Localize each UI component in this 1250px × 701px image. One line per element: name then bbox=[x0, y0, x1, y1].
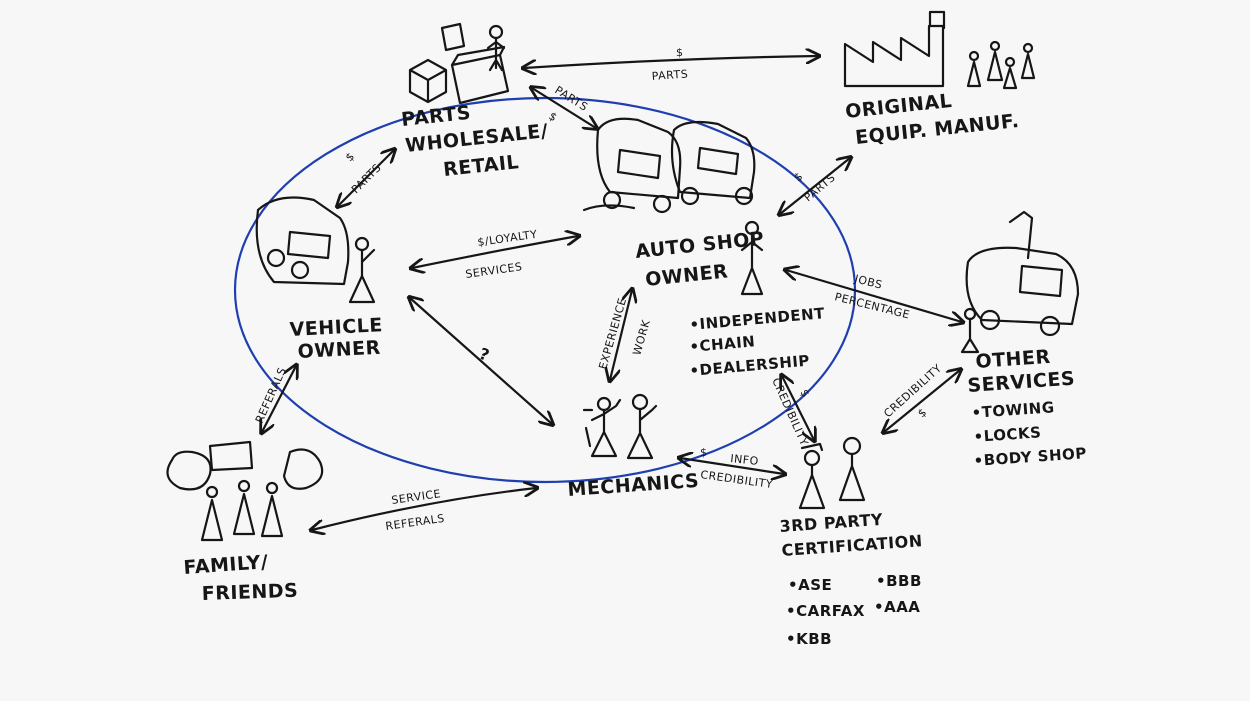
arrow-oem-shop bbox=[780, 158, 850, 214]
other-service-locks: •LOCKS bbox=[973, 423, 1042, 446]
node-family-line2: FRIENDS bbox=[201, 580, 298, 605]
arrow-shop-mechanics bbox=[610, 290, 632, 380]
mechanics-icon bbox=[582, 393, 658, 460]
arrow-wholesale-shop bbox=[532, 88, 596, 128]
edge-label-oem-shop-money: $ bbox=[792, 170, 806, 185]
edge-label-shop-other-jobs: JOBS bbox=[852, 272, 884, 292]
edge-label-wholesale-oem-money: $ bbox=[676, 46, 684, 59]
node-auto-shop-line1: AUTO SHOP bbox=[634, 228, 765, 263]
arrow-vehicle-shop bbox=[412, 236, 578, 268]
other-service-body-shop: •BODY SHOP bbox=[973, 444, 1087, 470]
factory-icon bbox=[843, 10, 946, 88]
node-third-party-line1: 3RD PARTY bbox=[779, 510, 884, 536]
arrow-wholesale-oem bbox=[524, 56, 818, 68]
ecosystem-boundary bbox=[233, 96, 857, 484]
shop-type-dealership: •DEALERSHIP bbox=[689, 352, 811, 380]
edge-label-family-mechanics-referals: REFERALS bbox=[385, 512, 446, 533]
vehicle-owner-icon bbox=[255, 196, 376, 304]
node-third-party-line2: CERTIFICATION bbox=[781, 531, 923, 560]
cert-bbb: •BBB bbox=[876, 572, 922, 590]
parts-store-icon bbox=[408, 22, 510, 105]
node-other-services-line1: OTHER bbox=[975, 346, 1051, 373]
family-friends-icon bbox=[166, 440, 324, 542]
node-mechanics: MECHANICS bbox=[567, 470, 700, 501]
cert-carfax: •CARFAX bbox=[786, 602, 865, 620]
cert-kbb: •KBB bbox=[786, 630, 832, 648]
tow-truck-icon bbox=[960, 210, 1080, 354]
edge-label-mechanics-cert-info: INFO bbox=[730, 452, 760, 468]
arrow-vehicle-mechanics bbox=[410, 298, 552, 424]
arrow-shop-other bbox=[786, 270, 962, 322]
edge-label-vehicle-wholesale-parts: PARTS bbox=[349, 161, 384, 196]
shop-type-chain: •CHAIN bbox=[689, 332, 756, 356]
edge-label-vehicle-mechanics-question: ? bbox=[477, 344, 493, 365]
shop-cars-icon bbox=[582, 117, 756, 214]
node-parts-wholesale-line1: PARTS bbox=[400, 102, 472, 131]
cert-ase: •ASE bbox=[788, 576, 832, 594]
arrow-family-mechanics bbox=[312, 488, 536, 530]
edge-label-shop-mechanics-work: WORK bbox=[630, 318, 653, 357]
node-parts-wholesale-line3: RETAIL bbox=[442, 151, 520, 181]
edge-label-shop-cert-money: $ bbox=[797, 387, 812, 400]
node-vehicle-owner-line2: OWNER bbox=[297, 337, 381, 363]
edge-label-mechanics-cert-money: $ bbox=[700, 446, 708, 459]
workers-icon bbox=[966, 40, 1036, 90]
certifiers-icon bbox=[798, 436, 866, 510]
other-service-towing: •TOWING bbox=[971, 398, 1055, 422]
edge-label-other-cert-money: $ bbox=[915, 406, 929, 421]
edge-label-wholesale-shop-money: $ bbox=[546, 110, 559, 125]
edge-label-shop-cert-credibility: CREDIBILITY bbox=[769, 376, 811, 448]
arrow-other-cert bbox=[884, 370, 960, 432]
edge-label-shop-mechanics-experience: EXPERIENCE bbox=[596, 296, 629, 371]
edge-label-vehicle-wholesale-money: $ bbox=[343, 150, 357, 164]
arrow-vehicle-wholesale bbox=[338, 150, 394, 206]
cert-aaa: •AAA bbox=[874, 598, 920, 616]
shop-type-independent: •INDEPENDENT bbox=[689, 304, 826, 334]
node-auto-shop-line2: OWNER bbox=[644, 260, 729, 291]
edge-label-vehicle-shop-services: SERVICES bbox=[465, 260, 524, 281]
arrow-shop-cert bbox=[782, 376, 814, 440]
edge-label-wholesale-oem-parts: PARTS bbox=[651, 67, 688, 83]
node-family-line1: FAMILY/ bbox=[183, 551, 269, 579]
node-vehicle-owner-line1: VEHICLE bbox=[289, 314, 383, 341]
arrow-mechanics-cert bbox=[680, 458, 784, 474]
shop-owner-icon bbox=[740, 220, 764, 296]
arrow-vehicle-family bbox=[262, 366, 296, 432]
